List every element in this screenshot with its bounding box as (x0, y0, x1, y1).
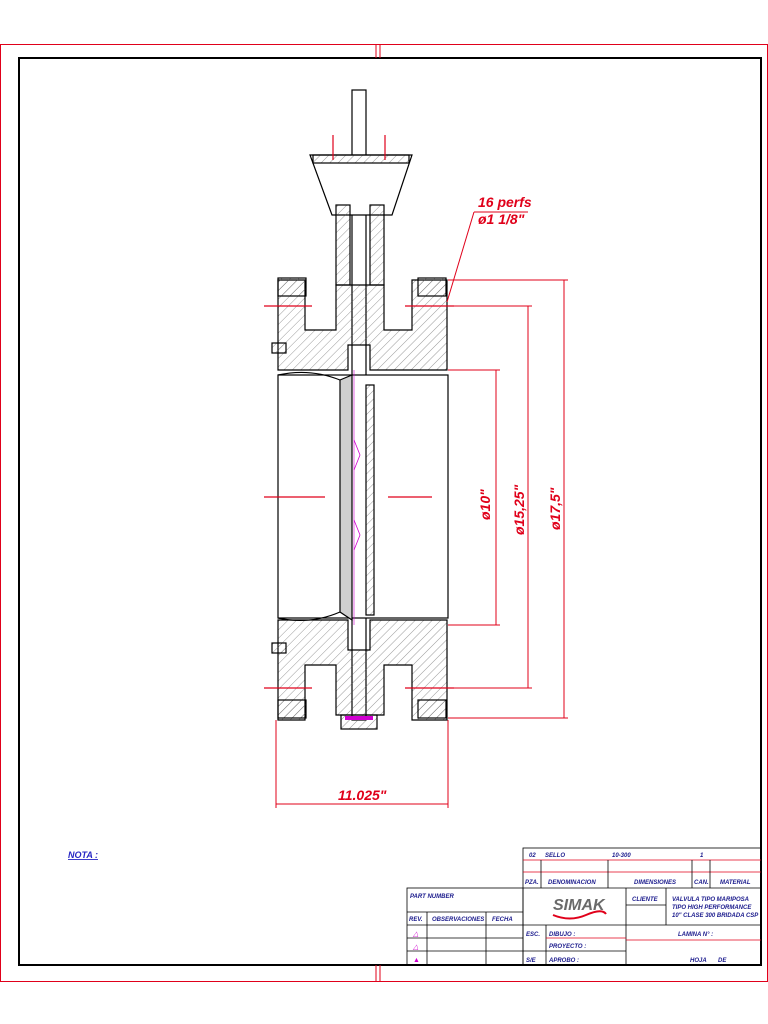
title-block-text: 02 SELLO 10-300 1 PZA. DENOMINACION DIME… (409, 853, 759, 964)
lamina-label: LAMINA N° : (678, 932, 713, 938)
rev-marker-2-icon: △ (412, 944, 419, 951)
fecha-header: FECHA (492, 917, 513, 923)
cliente-label: CLIENTE (632, 897, 659, 903)
header-material: MATERIAL (720, 880, 751, 886)
dim-diameter-bolt-circle: ø15,25" (511, 484, 527, 535)
rev-marker-3-icon: ▲ (413, 957, 420, 964)
part-name-cell: SELLO (545, 853, 565, 859)
bore-annotation-line2: ø1 1/8" (478, 211, 525, 227)
header-denominacion: DENOMINACION (548, 880, 596, 886)
de-label: DE (718, 958, 727, 964)
header-cantidad: CAN. (694, 880, 709, 886)
header-pza: PZA. (525, 880, 539, 886)
dibujo-label: DIBUJO : (549, 932, 575, 938)
dimension-lines (275, 211, 568, 808)
hoja-label: HOJA (690, 958, 707, 964)
bore-annotation-line1: 16 perfs (478, 194, 532, 210)
description-line2: TIPO HIGH PERFORMANCE (672, 905, 752, 911)
header-dimensiones: DIMENSIONES (634, 880, 676, 886)
observaciones-header: OBSERVACIONES (432, 917, 484, 923)
aprobo-label: APROBO : (548, 958, 579, 964)
part-dimensions-cell: 10-300 (612, 853, 631, 859)
description-line3: 10" CLASE 300 BRIDADA CSP (672, 913, 759, 919)
part-number-cell: 02 (529, 853, 536, 859)
dim-diameter-inner: ø10" (477, 489, 493, 520)
title-block (406, 847, 762, 966)
proyecto-label: PROYECTO : (549, 944, 586, 950)
rev-marker-1-icon: △ (412, 931, 419, 938)
esc-label: ESC. (526, 932, 540, 938)
valve-section-view (264, 89, 454, 730)
description-line1: VALVULA TIPO MARIPOSA (672, 897, 749, 903)
simak-logo-wave-icon (552, 910, 607, 920)
dim-face-to-face: 11.025" (338, 787, 387, 803)
rev-header: REV. (409, 917, 423, 923)
part-number-label: PART NUMBER (410, 894, 454, 900)
scale-value: S/E (526, 958, 537, 964)
dim-diameter-outer: ø17,5" (547, 487, 563, 530)
note-label: NOTA : (68, 850, 98, 860)
part-quantity-cell: 1 (700, 853, 704, 859)
simak-logo: SIMAK (553, 897, 606, 914)
